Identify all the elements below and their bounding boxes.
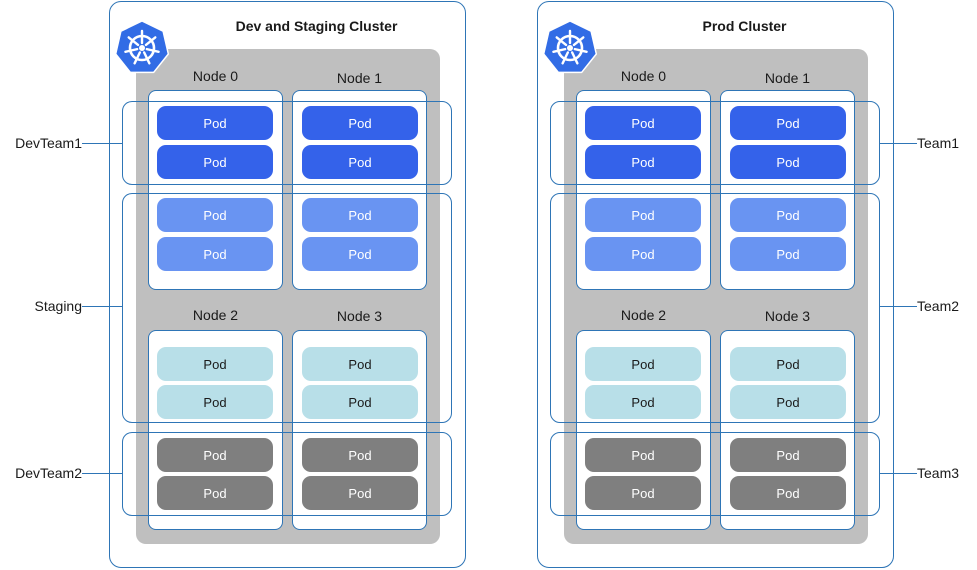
pod: Pod	[302, 237, 418, 271]
node-label-3: Node 3	[764, 308, 811, 324]
cluster-title: Prod Cluster	[702, 18, 787, 34]
pod: Pod	[157, 145, 273, 179]
group-leader-line	[82, 306, 122, 307]
group-label: Team1	[917, 135, 960, 151]
group-leader-line	[880, 473, 917, 474]
pod: Pod	[302, 347, 418, 381]
group-label: Team3	[917, 465, 960, 481]
pod: Pod	[585, 438, 701, 472]
group-label: Staging	[34, 298, 82, 314]
node-label-0: Node 0	[192, 68, 239, 84]
pod: Pod	[730, 145, 846, 179]
pod: Pod	[157, 385, 273, 419]
pod: Pod	[585, 476, 701, 510]
pod: Pod	[585, 385, 701, 419]
node-label-0: Node 0	[620, 68, 667, 84]
pod: Pod	[585, 237, 701, 271]
pod: Pod	[730, 198, 846, 232]
pod: Pod	[730, 347, 846, 381]
cluster-title: Dev and Staging Cluster	[235, 18, 398, 34]
pod: Pod	[730, 438, 846, 472]
pod: Pod	[585, 347, 701, 381]
pod: Pod	[730, 106, 846, 140]
pod: Pod	[585, 106, 701, 140]
pod: Pod	[585, 145, 701, 179]
group-label: DevTeam2	[15, 465, 82, 481]
pod: Pod	[302, 438, 418, 472]
pod: Pod	[157, 476, 273, 510]
group-box-1	[550, 193, 880, 423]
pod: Pod	[730, 237, 846, 271]
pod: Pod	[302, 198, 418, 232]
group-leader-line	[880, 143, 917, 144]
pod: Pod	[157, 347, 273, 381]
pod: Pod	[157, 438, 273, 472]
pod: Pod	[157, 198, 273, 232]
group-label: Team2	[917, 298, 960, 314]
kubernetes-helm-icon	[541, 18, 599, 76]
pod: Pod	[730, 476, 846, 510]
node-label-1: Node 1	[764, 70, 811, 86]
group-box-0	[550, 101, 880, 185]
pod: Pod	[302, 106, 418, 140]
pod: Pod	[302, 145, 418, 179]
pod: Pod	[585, 198, 701, 232]
node-label-3: Node 3	[336, 308, 383, 324]
group-leader-line	[82, 473, 122, 474]
pod: Pod	[157, 106, 273, 140]
pod: Pod	[730, 385, 846, 419]
group-box-2	[550, 432, 880, 516]
node-label-2: Node 2	[620, 307, 667, 323]
group-label: DevTeam1	[15, 135, 82, 151]
pod: Pod	[302, 476, 418, 510]
kubernetes-helm-icon	[113, 18, 171, 76]
group-box-0	[122, 101, 452, 185]
group-leader-line	[880, 306, 917, 307]
group-box-1	[122, 193, 452, 423]
pod: Pod	[157, 237, 273, 271]
group-box-2	[122, 432, 452, 516]
group-leader-line	[82, 143, 122, 144]
node-label-2: Node 2	[192, 307, 239, 323]
node-label-1: Node 1	[336, 70, 383, 86]
pod: Pod	[302, 385, 418, 419]
